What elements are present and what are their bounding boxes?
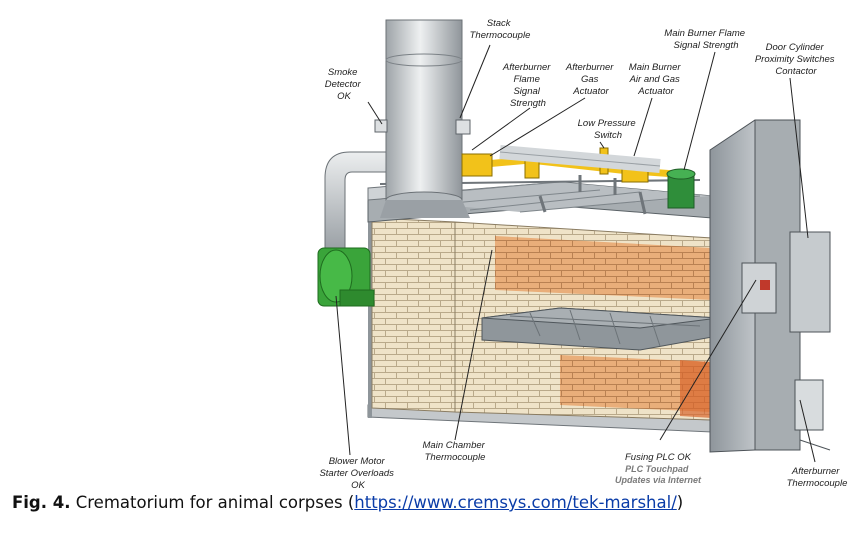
label-smoke-detector: Smoke Detector OK	[325, 67, 364, 102]
gas-train	[461, 145, 696, 209]
label-main-burner-flame-l2: Signal Strength	[674, 40, 739, 51]
blower-motor	[317, 247, 375, 307]
label-afterburner-gas-l1: Afterburner	[565, 62, 614, 73]
label-blower-motor-l2: Starter Overloads	[319, 468, 394, 479]
label-afterburner-flame-l3: Signal	[513, 86, 540, 97]
plc-touchpad-icon	[741, 262, 777, 314]
label-main-burner-flame-l1: Main Burner Flame	[664, 28, 745, 39]
control-cabinet	[709, 119, 831, 453]
label-plc-touchpad-l2: Updates via Internet	[615, 475, 702, 485]
caption-text: Crematorium for animal corpses (	[70, 493, 355, 512]
afterburner-gas-actuator-icon	[461, 153, 493, 177]
label-stack-thermocouple-l2: Thermocouple	[470, 30, 531, 41]
stack-thermocouple-icon	[455, 119, 471, 135]
label-blower-motor-l3: OK	[351, 480, 365, 491]
label-afterburner-thermocouple: Afterburner Thermocouple	[787, 466, 848, 489]
label-main-burner-air-gas-l3: Actuator	[637, 86, 674, 97]
label-afterburner-flame-l4: Strength	[510, 98, 546, 109]
label-door-cylinder-l1: Door Cylinder	[766, 42, 825, 53]
label-main-chamber-l2: Thermocouple	[425, 452, 486, 463]
label-stack-thermocouple: Stack Thermocouple	[470, 18, 531, 41]
label-blower-motor-l1: Blower Motor	[329, 456, 386, 467]
label-plc-touchpad-l1: PLC Touchpad	[625, 464, 689, 474]
label-smoke-detector-l2: Detector	[325, 79, 362, 90]
label-main-burner-air-gas-l1: Main Burner	[629, 62, 682, 73]
caption-fig-number: Fig. 4.	[12, 493, 71, 512]
label-afterburner-flame: Afterburner Flame Signal Strength	[502, 62, 553, 109]
label-afterburner-gas: Afterburner Gas Actuator	[565, 62, 616, 97]
label-door-cylinder: Door Cylinder Proximity Switches Contact…	[755, 42, 837, 77]
label-stack-thermocouple-l1: Stack	[487, 18, 512, 29]
label-fusing-plc: Fusing PLC OK	[625, 452, 692, 463]
label-blower-motor: Blower Motor Starter Overloads OK	[319, 456, 396, 491]
caption-close: )	[676, 493, 684, 512]
label-fusing-plc-l1: Fusing PLC OK	[625, 452, 692, 463]
label-main-burner-air-gas: Main Burner Air and Gas Actuator	[629, 62, 684, 97]
label-main-chamber: Main Chamber Thermocouple	[423, 440, 488, 463]
label-door-cylinder-l3: Contactor	[775, 66, 817, 77]
exhaust-stack	[374, 19, 471, 218]
leader-lines	[335, 44, 816, 463]
label-low-pressure: Low Pressure Switch	[578, 118, 639, 141]
label-afterburner-flame-l1: Afterburner	[502, 62, 551, 73]
label-door-cylinder-l2: Proximity Switches	[755, 54, 835, 65]
label-afterburner-gas-l3: Actuator	[572, 86, 609, 97]
label-afterburner-thermocouple-l1: Afterburner	[791, 466, 840, 477]
label-low-pressure-l2: Switch	[594, 130, 622, 141]
label-main-burner-air-gas-l2: Air and Gas	[629, 74, 680, 85]
hearth-slab	[481, 307, 719, 351]
label-smoke-detector-l1: Smoke	[328, 67, 358, 78]
label-plc-touchpad: PLC Touchpad Updates via Internet	[615, 464, 702, 485]
label-afterburner-gas-l2: Gas	[581, 74, 599, 85]
label-main-burner-flame: Main Burner Flame Signal Strength	[664, 28, 747, 51]
label-smoke-detector-l3: OK	[337, 91, 351, 102]
caption-link[interactable]: https://www.cremsys.com/tek-marshal/	[354, 493, 677, 512]
label-afterburner-thermocouple-l2: Thermocouple	[787, 478, 848, 489]
label-main-chamber-l1: Main Chamber	[423, 440, 486, 451]
figure-caption: Fig. 4. Crematorium for animal corpses (…	[12, 493, 683, 512]
label-afterburner-flame-l2: Flame	[513, 74, 539, 85]
smoke-detector-icon	[374, 119, 388, 133]
label-low-pressure-l1: Low Pressure	[578, 118, 636, 129]
